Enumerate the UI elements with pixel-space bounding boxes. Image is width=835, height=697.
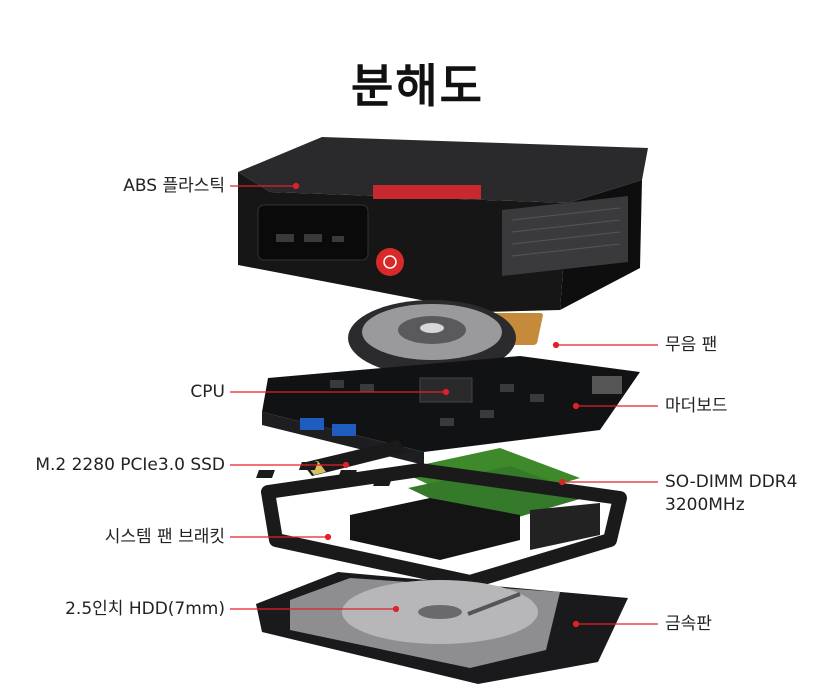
system-fan-bracket — [261, 463, 627, 589]
page-title: 분해도 — [351, 59, 484, 113]
label-ram-type: SO-DIMM DDR4 — [665, 472, 798, 492]
label-ram-speed: 3200MHz — [665, 495, 745, 515]
silent-fan — [348, 300, 543, 376]
label-cpu: CPU — [190, 382, 225, 402]
label-hdd: 2.5인치 HDD(7mm) — [65, 599, 225, 619]
label-metal-plate: 금속판 — [665, 614, 712, 634]
label-fan-bracket: 시스템 팬 브래킷 — [104, 527, 225, 547]
sticker-badge — [373, 185, 481, 199]
label-ssd: M.2 2280 PCIe3.0 SSD — [35, 455, 225, 475]
mini-pc-case — [238, 137, 648, 312]
label-motherboard: 마더보드 — [665, 396, 728, 416]
leader-lines — [230, 182, 658, 628]
power-button-icon — [376, 248, 404, 276]
motherboard — [262, 356, 640, 465]
label-silent-fan: 무음 팬 — [665, 335, 718, 355]
hdd-and-metal-plate — [256, 572, 628, 684]
label-abs-plastic: ABS 플라스틱 — [123, 176, 225, 196]
